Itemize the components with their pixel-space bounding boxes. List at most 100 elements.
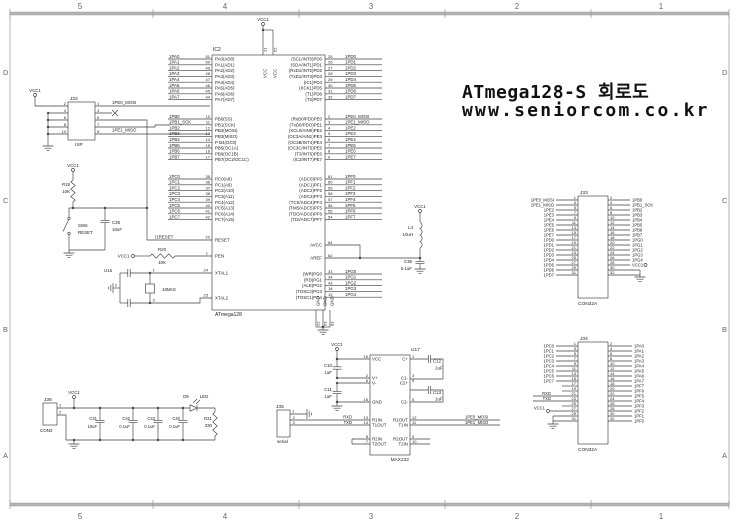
pin-name: V- xyxy=(372,381,377,386)
grid-col-label: 5 xyxy=(78,512,83,521)
pin-number: 1 xyxy=(206,251,209,256)
net-label: 1PF6 xyxy=(345,209,356,214)
connector-name: serial xyxy=(277,439,288,444)
net-label: 1PB4 xyxy=(632,218,643,223)
vcc-symbol xyxy=(131,254,135,258)
net-label: 1PF1 xyxy=(345,180,356,185)
pin-number: 9 xyxy=(574,361,577,366)
ic2-ref: IC2 xyxy=(213,47,221,53)
grid-col-label: 4 xyxy=(223,2,228,11)
wire xyxy=(62,219,69,232)
pin-number: 27 xyxy=(572,260,577,265)
pin-number: 40 xyxy=(206,203,211,208)
component-value: LED xyxy=(200,394,209,399)
pin-number: 57 xyxy=(328,197,333,202)
net-label: 1PA3 xyxy=(169,71,180,76)
component-ref: R21 xyxy=(204,416,213,421)
pin-number: 5 xyxy=(328,131,331,136)
pin-number: 59 xyxy=(328,185,333,190)
pin-number: 49 xyxy=(206,65,211,70)
pin-name: PA6(AD6) xyxy=(215,91,235,96)
component-value: 10uF xyxy=(87,424,97,429)
pin-number: 25 xyxy=(572,401,577,406)
pin-number: 15 xyxy=(572,230,577,235)
pin-number: 26 xyxy=(610,255,615,260)
pin-name: (TDI/ADC7)PF7 xyxy=(291,217,323,222)
pin-number: 7 xyxy=(328,143,331,148)
pin-name: (IC1)PD4 xyxy=(304,80,323,85)
pin-number: 35 xyxy=(206,174,211,179)
pin-number: 3 xyxy=(574,200,577,205)
pin-number: 1 xyxy=(153,268,156,273)
pin-number: 58 xyxy=(328,191,333,196)
net-label: 1PB5 xyxy=(169,143,180,148)
ground-symbol xyxy=(306,409,312,419)
net-label: TXD xyxy=(344,420,352,425)
net-label: 1PF3 xyxy=(634,404,645,409)
component-value: 16MHz xyxy=(162,287,176,292)
pin-number: 31 xyxy=(328,89,333,94)
pin-name: PC2(A10) xyxy=(215,188,235,193)
ground-symbol xyxy=(331,405,343,411)
pin-name: VCC xyxy=(263,69,268,78)
pin-number: 2 xyxy=(366,373,369,378)
connector-ref: J36 xyxy=(44,397,52,403)
ground-symbol xyxy=(414,268,426,274)
pin-number: 46 xyxy=(206,83,211,88)
pin-name: (TCK/ADC4)PF4 xyxy=(289,200,322,205)
pin-name: (OC3A/AIN1)PE3 xyxy=(288,134,323,139)
net-label: 1PE6 xyxy=(544,228,555,233)
net-label: 1PA0 xyxy=(169,54,180,59)
pin-number: 16 xyxy=(610,376,615,381)
pin-number: 4 xyxy=(412,378,415,383)
net-label: 1PD4 xyxy=(345,77,357,82)
junction-dot xyxy=(46,132,50,136)
no-connect-x xyxy=(111,109,119,117)
net-label: 1PE7 xyxy=(544,233,555,238)
pin-name: C2- xyxy=(401,400,409,405)
net-label: 1PC6 xyxy=(544,374,555,379)
net-label: 1PD5 xyxy=(345,83,357,88)
wire xyxy=(325,244,361,258)
net-label: 1PF6 xyxy=(634,389,645,394)
ic-ref: U17 xyxy=(411,347,420,353)
pin-number: 4 xyxy=(328,125,331,130)
pin-name: GND xyxy=(372,400,382,405)
vcc-symbol xyxy=(71,168,75,172)
pin-number: 23 xyxy=(572,396,577,401)
vcc-symbol xyxy=(72,395,76,399)
vcc-symbol xyxy=(546,409,550,413)
pin-name: R2IN xyxy=(372,437,382,442)
pin-number: 41 xyxy=(206,209,211,214)
net-label: 1PA1 xyxy=(169,60,180,65)
net-label: 1PC2 xyxy=(544,354,555,359)
vcc-symbol xyxy=(33,93,37,97)
grid-row-label: B xyxy=(722,325,727,334)
pin-number: 13 xyxy=(572,371,577,376)
net-label: RXD xyxy=(343,415,352,420)
net-label: 1PC5 xyxy=(544,369,555,374)
pin-number: 11 xyxy=(412,420,417,425)
led-diode-symbol xyxy=(189,404,198,412)
vcc-label: VCC1 xyxy=(29,88,41,93)
pin-name: (SCL/INT0)PD0 xyxy=(291,57,322,62)
pin-number: 4 xyxy=(64,108,67,113)
pin-number: 14 xyxy=(610,225,615,230)
capacitor-symbol xyxy=(100,219,110,224)
pin-number: 12 xyxy=(610,220,615,225)
pin-name: T1IN xyxy=(398,423,408,428)
crystal-symbol xyxy=(145,283,155,294)
pin-number: 24 xyxy=(610,250,615,255)
grid-row-label: A xyxy=(3,451,8,460)
pin-name: (T2)PD7 xyxy=(305,97,322,102)
pin-number: 7 xyxy=(574,210,577,215)
pin-number: 32 xyxy=(328,94,333,99)
grid-col-label: 1 xyxy=(659,512,664,521)
component-value: 10K xyxy=(62,189,70,194)
pin-name: P B4(OC0) xyxy=(215,140,237,145)
connector-ref: J32 xyxy=(70,96,78,102)
pin-number: 7 xyxy=(366,439,369,444)
pin-name: (TOSC1)PG4 xyxy=(296,295,323,300)
pin-number: 20 xyxy=(610,240,615,245)
net-label: 1PB6 xyxy=(169,149,180,154)
